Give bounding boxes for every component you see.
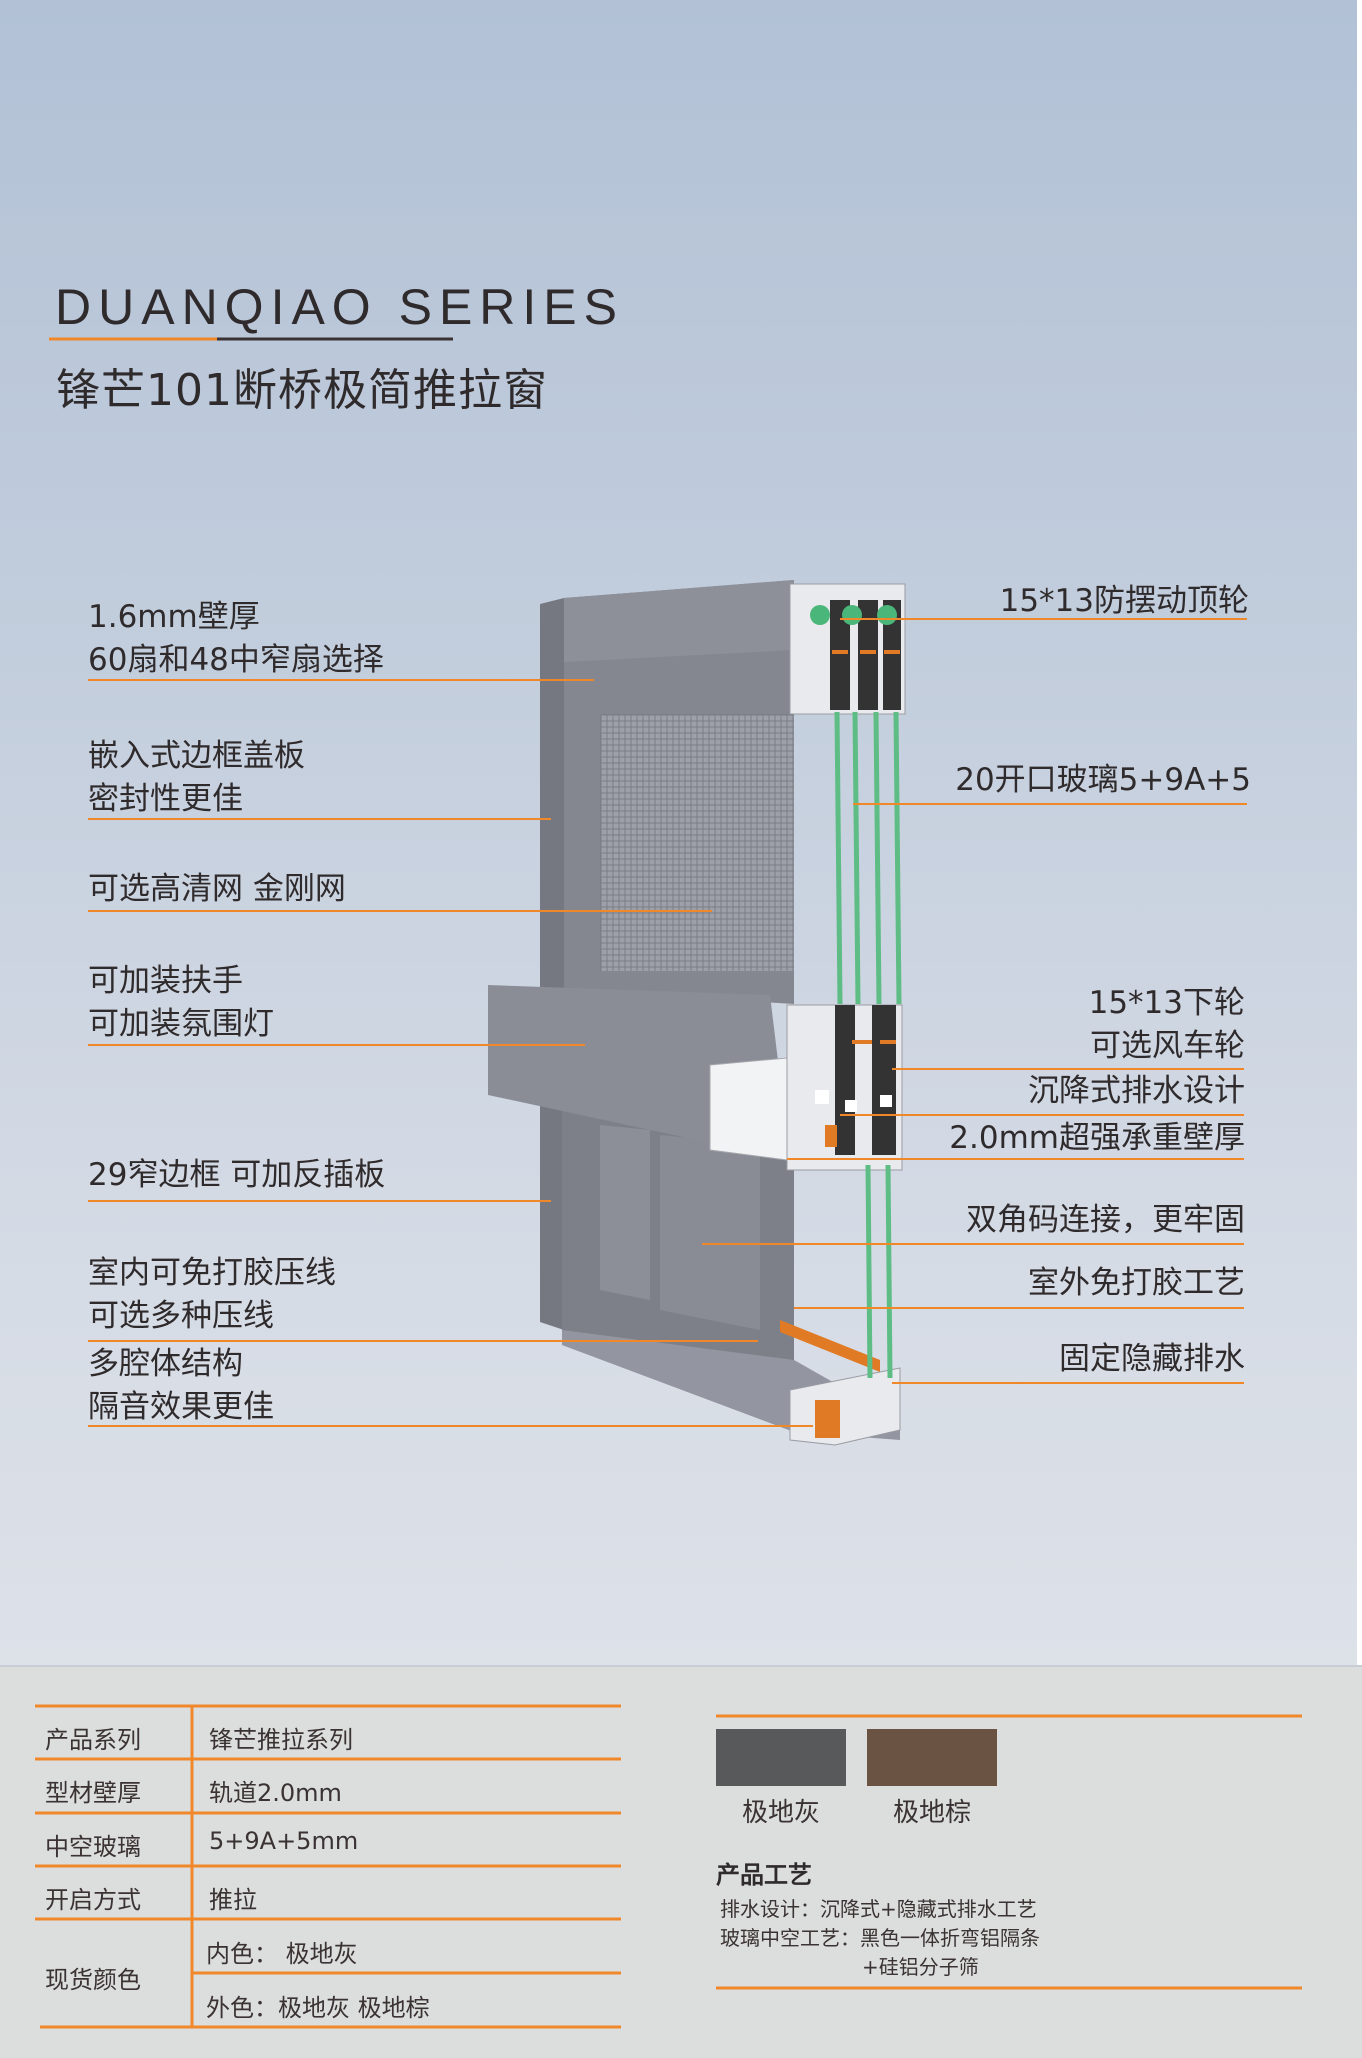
window-illustration xyxy=(49,337,1247,1446)
label-line: 嵌入式边框盖板 xyxy=(88,738,305,774)
spec-value: 内色： 极地灰 xyxy=(206,1940,358,1968)
label-line: 沉降式排水设计 xyxy=(1028,1073,1245,1109)
process-line: 排水设计：沉降式+隐藏式排水工艺 xyxy=(720,1897,1037,1921)
label-line: 可选风车轮 xyxy=(1090,1028,1245,1064)
label-line: 可加装氛围灯 xyxy=(88,1006,274,1042)
label-line: 多腔体结构 xyxy=(88,1346,243,1382)
swatch-polar-gray xyxy=(716,1729,846,1786)
label-line: 2.0mm超强承重壁厚 xyxy=(949,1120,1245,1156)
label-line: 20开口玻璃5+9A+5 xyxy=(955,762,1251,798)
swatch-label: 极地棕 xyxy=(893,1798,972,1828)
label-corner-joint: 双角码连接，更牢固 xyxy=(966,1199,1245,1242)
spec-label: 型材壁厚 xyxy=(45,1779,141,1807)
spec-label: 中空玻璃 xyxy=(45,1833,141,1861)
spec-value: 推拉 xyxy=(209,1886,257,1914)
label-line: 1.6mm壁厚 xyxy=(88,599,260,635)
process-line: +硅铝分子筛 xyxy=(862,1955,979,1979)
label-line: 固定隐藏排水 xyxy=(1059,1341,1245,1377)
label-line: 可加装扶手 xyxy=(88,963,243,999)
label-load-wall: 2.0mm超强承重壁厚 xyxy=(949,1117,1245,1160)
swatch-label: 极地灰 xyxy=(742,1798,821,1828)
spec-label: 现货颜色 xyxy=(45,1966,141,1994)
label-handle: 可加装扶手可加装氛围灯 xyxy=(88,960,274,1046)
label-line: 15*13下轮 xyxy=(1088,985,1245,1021)
label-line: 室外免打胶工艺 xyxy=(1028,1265,1245,1301)
label-line: 可选多种压线 xyxy=(88,1298,274,1334)
top-rail xyxy=(564,580,794,662)
label-cover-plate: 嵌入式边框盖板密封性更佳 xyxy=(88,735,305,821)
label-no-glue: 室外免打胶工艺 xyxy=(1028,1262,1245,1305)
glass-panes xyxy=(834,711,902,1379)
label-screen: 可选高清网 金刚网 xyxy=(88,868,346,911)
spec-value: 5+9A+5mm xyxy=(209,1827,359,1855)
spec-value: 外色：极地灰 极地棕 xyxy=(206,1994,430,2022)
process-line: 玻璃中空工艺：黑色一体折弯铝隔条 xyxy=(720,1926,1040,1950)
label-line: 60扇和48中窄扇选择 xyxy=(88,642,384,678)
product-title: 锋芒101断桥极简推拉窗 xyxy=(56,365,548,416)
lower-inner xyxy=(600,1125,650,1300)
spec-label: 开启方式 xyxy=(45,1886,141,1914)
series-title: DUANQIAO SERIES xyxy=(55,279,624,335)
process-title: 产品工艺 xyxy=(716,1861,812,1889)
spec-panel xyxy=(0,1665,1362,2058)
label-narrow-frame: 29窄边框 可加反插板 xyxy=(88,1154,385,1197)
label-line: 可选高清网 金刚网 xyxy=(88,871,346,907)
spec-value: 锋芒推拉系列 xyxy=(209,1726,353,1754)
label-bottom-wheel: 15*13下轮可选风车轮 xyxy=(1089,982,1245,1068)
spec-value: 轨道2.0mm xyxy=(209,1779,342,1807)
label-line: 15*13防摆动顶轮 xyxy=(999,583,1249,619)
label-line: 隔音效果更佳 xyxy=(88,1389,274,1425)
label-line: 密封性更佳 xyxy=(88,781,243,817)
label-multi-chamber: 多腔体结构隔音效果更佳 xyxy=(88,1343,274,1429)
label-bead: 室内可免打胶压线可选多种压线 xyxy=(88,1252,336,1338)
label-drainage: 沉降式排水设计 xyxy=(1028,1070,1245,1113)
label-line: 29窄边框 可加反插板 xyxy=(88,1157,386,1193)
swatch-polar-brown xyxy=(867,1729,997,1786)
leader-lines xyxy=(88,618,1247,1427)
spec-label: 产品系列 xyxy=(45,1726,141,1754)
label-line: 双角码连接，更牢固 xyxy=(966,1202,1245,1238)
label-line: 室内可免打胶压线 xyxy=(88,1255,336,1291)
label-top-wheel: 15*13防摆动顶轮 xyxy=(1000,580,1249,623)
label-glass: 20开口玻璃5+9A+5 xyxy=(955,759,1251,802)
outer-frame-post xyxy=(540,598,564,1330)
label-wall-thickness: 1.6mm壁厚 60扇和48中窄扇选择 xyxy=(88,596,384,682)
label-hidden-drain: 固定隐藏排水 xyxy=(1059,1338,1245,1381)
